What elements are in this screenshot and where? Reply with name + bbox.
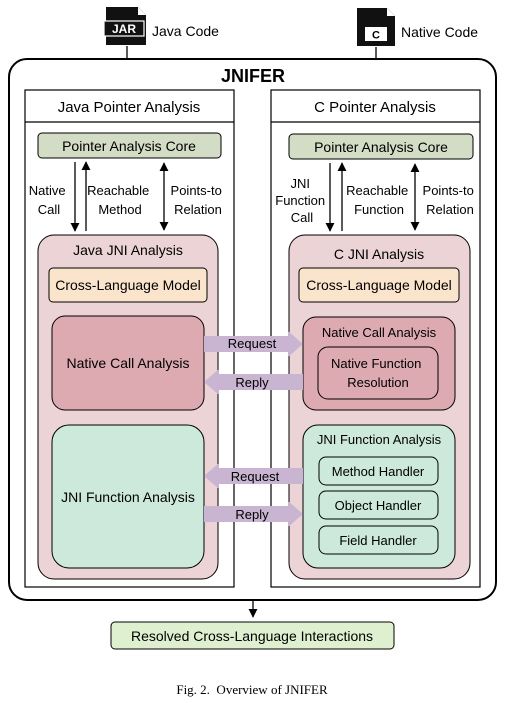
- jar-icon-label: JAR: [112, 22, 136, 36]
- native-function-resolution-label: Native Function Resolution: [331, 356, 425, 390]
- object-handler-label: Object Handler: [335, 498, 422, 513]
- java-native-call-analysis: [51, 315, 205, 411]
- bottom-reply-arrow: [204, 501, 303, 527]
- c-jni-analysis-title: C JNI Analysis: [334, 246, 424, 262]
- c-cross-language-model: [298, 267, 460, 303]
- bottom-reply-label: Reply: [235, 507, 269, 522]
- method-handler-label: Method Handler: [332, 464, 425, 479]
- c-file-icon: C: [357, 8, 395, 46]
- object-handler: [318, 490, 439, 520]
- java-jni-function-analysis-label: JNI Function Analysis: [61, 489, 195, 505]
- c-pointer-analysis-core: [288, 133, 474, 160]
- bottom-request-arrow: [204, 463, 303, 489]
- jnifer-title: JNIFER: [221, 66, 285, 86]
- java-core-label: Pointer Analysis Core: [62, 138, 196, 154]
- top-reply-label: Reply: [235, 375, 269, 390]
- jar-file-icon: JAR: [103, 7, 146, 45]
- c-cross-language-model-label: Cross-Language Model: [306, 277, 452, 293]
- resolved-interactions-label: Resolved Cross-Language Interactions: [131, 628, 373, 644]
- resolved-interactions-box: [110, 621, 395, 650]
- java-pointer-analysis-core: [37, 132, 222, 159]
- c-jni-function-call-label: JNI Function Call: [275, 176, 329, 225]
- java-native-call-label: Native Call: [29, 183, 69, 217]
- java-points-to-label: Points-to Relation: [171, 183, 226, 217]
- java-jni-analysis-title: Java JNI Analysis: [73, 242, 183, 258]
- java-code-label: Java Code: [152, 23, 219, 39]
- top-request-label: Request: [228, 336, 277, 351]
- java-cross-language-model: [48, 267, 208, 303]
- c-pointer-analysis-header: C Pointer Analysis: [314, 99, 436, 116]
- java-jni-function-analysis: [51, 424, 205, 569]
- java-native-call-analysis-label: Native Call Analysis: [67, 355, 190, 371]
- c-icon-label: C: [372, 30, 380, 42]
- c-jni-function-analysis-label: JNI Function Analysis: [317, 432, 442, 447]
- field-handler: [318, 525, 439, 555]
- c-reachable-function-label: Reachable Function: [346, 183, 412, 217]
- native-code-label: Native Code: [401, 24, 478, 40]
- c-points-to-label: Points-to Relation: [423, 183, 478, 217]
- figure-caption: Fig. 2. Overview of JNIFER: [176, 682, 328, 697]
- java-pointer-analysis-header: Java Pointer Analysis: [58, 99, 201, 116]
- bottom-request-label: Request: [231, 469, 280, 484]
- native-function-resolution: [317, 346, 439, 400]
- top-request-arrow: [204, 331, 303, 357]
- c-native-call-analysis-label: Native Call Analysis: [322, 325, 437, 340]
- java-cross-language-model-label: Cross-Language Model: [55, 277, 201, 293]
- method-handler: [318, 456, 439, 486]
- field-handler-label: Field Handler: [339, 533, 417, 548]
- top-reply-arrow: [204, 369, 303, 395]
- java-reachable-method-label: Reachable Method: [87, 183, 153, 217]
- c-core-label: Pointer Analysis Core: [314, 139, 448, 155]
